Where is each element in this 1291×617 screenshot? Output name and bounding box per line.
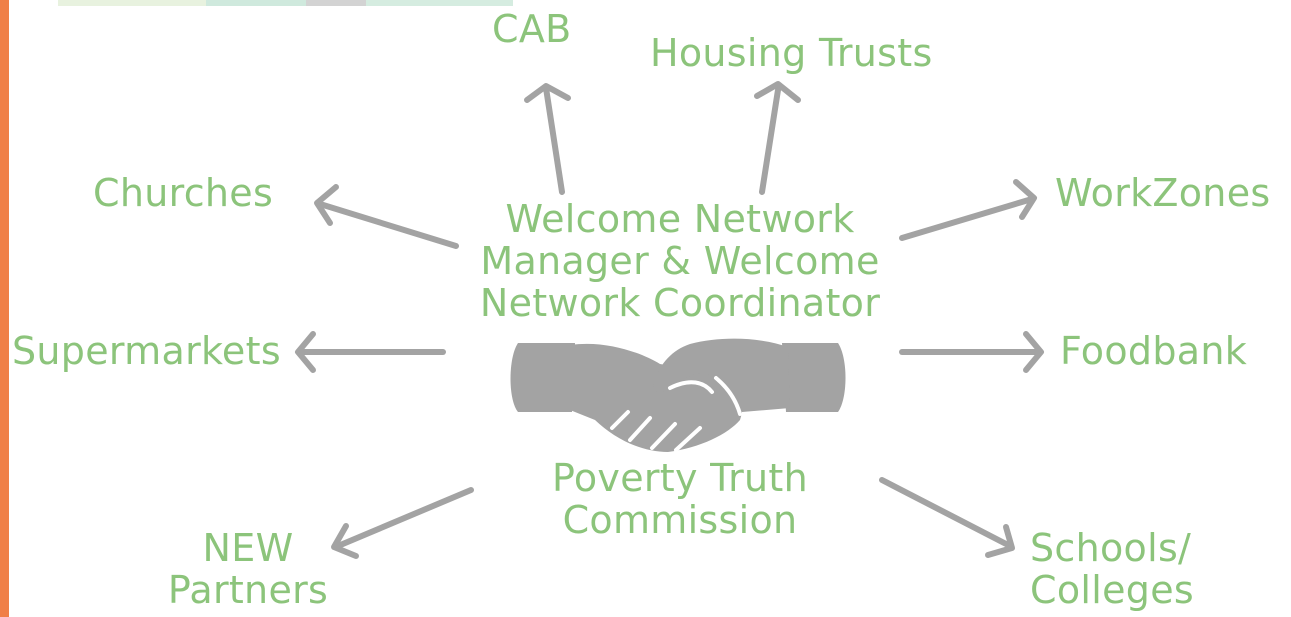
arrow-housing-trusts (759, 87, 781, 195)
top-color-strip (58, 0, 513, 6)
center-title-line-1: Welcome Network (505, 197, 855, 241)
center-title-line-2: Manager & Welcome (480, 239, 880, 283)
partner-supermarkets: Supermarkets (12, 329, 281, 373)
partner-workzones: WorkZones (1055, 171, 1271, 215)
new-partners-line-1: NEW (202, 526, 294, 570)
new-partners-line-2: Partners (167, 568, 329, 612)
arrow-new-partners (335, 487, 474, 549)
partner-cab: CAB (492, 7, 572, 51)
partner-new-partners: NEW Partners (148, 527, 348, 611)
partner-housing-trusts: Housing Trusts (650, 31, 933, 75)
handshake-icon (510, 338, 846, 452)
schools-colleges-line-2: Colleges (1030, 568, 1194, 612)
schools-colleges-line-1: Schools/ (1030, 526, 1192, 570)
center-subtitle: Poverty Truth Commission (530, 457, 830, 541)
arrow-cab (543, 85, 565, 195)
partner-foodbank: Foodbank (1060, 329, 1248, 373)
center-subtitle-line-1: Poverty Truth (552, 456, 808, 500)
partner-schools-colleges: Schools/ Colleges (1030, 527, 1194, 611)
center-subtitle-line-2: Commission (562, 498, 798, 542)
arrow-churches (317, 201, 459, 249)
arrow-schools-colleges (879, 477, 1013, 549)
center-title: Welcome Network Manager & Welcome Networ… (460, 198, 900, 324)
center-title-line-3: Network Coordinator (479, 281, 881, 325)
arrow-workzones (899, 196, 1035, 241)
partner-churches: Churches (93, 171, 274, 215)
accent-bar (0, 0, 9, 617)
